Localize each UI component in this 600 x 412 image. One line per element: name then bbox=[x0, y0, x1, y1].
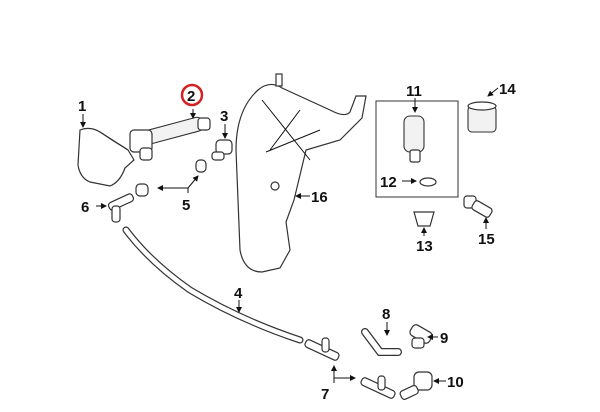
callout-10: 10 bbox=[447, 374, 464, 391]
callout-14: 14 bbox=[499, 81, 516, 98]
leader-lines bbox=[80, 87, 499, 384]
part-15-plug bbox=[463, 195, 493, 218]
part-7-t-connectors bbox=[304, 337, 396, 399]
callout-15: 15 bbox=[478, 231, 495, 248]
callout-13: 13 bbox=[416, 238, 433, 255]
callout-1: 1 bbox=[78, 98, 86, 115]
part-1-washer-cover bbox=[77, 127, 135, 187]
callout-6: 6 bbox=[81, 199, 89, 216]
part-5-clips bbox=[135, 159, 207, 197]
callout-2-highlight-ring bbox=[180, 83, 204, 107]
callout-4: 4 bbox=[234, 285, 243, 302]
part-12-grommet bbox=[419, 177, 437, 187]
washer-reservoir bbox=[235, 73, 367, 273]
part-3-elbow-connector bbox=[211, 139, 233, 161]
callout-5: 5 bbox=[182, 197, 190, 214]
part-13-grommet bbox=[413, 211, 435, 227]
callout-2[interactable]: 2 bbox=[187, 88, 195, 105]
part-2-washer-nozzle bbox=[129, 116, 211, 161]
callout-11: 11 bbox=[406, 83, 422, 100]
part-11-washer-pump bbox=[403, 115, 425, 163]
callout-16: 16 bbox=[311, 189, 328, 206]
part-9-connector bbox=[409, 324, 433, 349]
callout-9: 9 bbox=[440, 330, 448, 347]
part-6-t-connector bbox=[107, 193, 135, 223]
callout-7: 7 bbox=[321, 386, 329, 403]
pump-inset-box bbox=[375, 100, 459, 198]
callout-8: 8 bbox=[382, 306, 390, 323]
part-14-filler-cap bbox=[467, 101, 497, 133]
part-10-connector bbox=[399, 371, 433, 400]
callout-3: 3 bbox=[220, 108, 228, 125]
callout-12: 12 bbox=[380, 174, 397, 191]
